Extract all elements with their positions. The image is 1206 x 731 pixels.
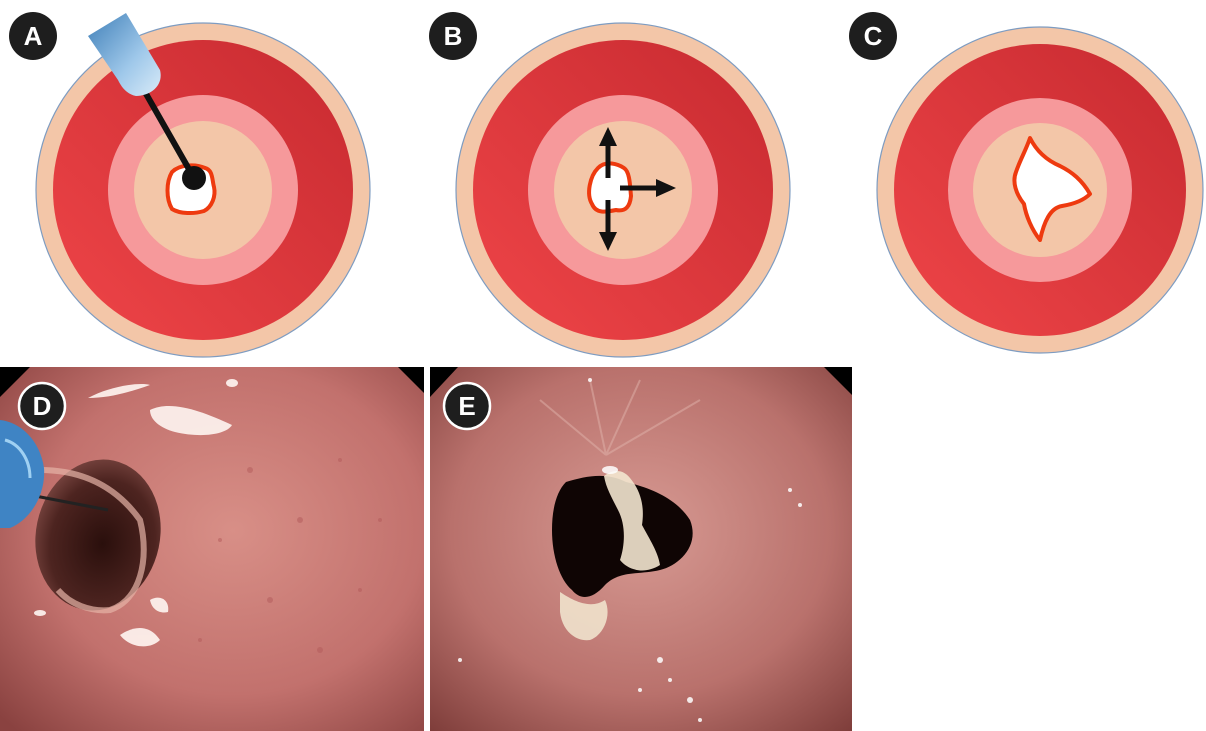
panel-e-endoscopic-image: E (430, 367, 852, 731)
panel-label-a-text: A (24, 21, 43, 51)
panel-label-d: D (19, 383, 65, 429)
panel-label-d-text: D (33, 391, 52, 421)
panel-label-b: B (429, 12, 477, 60)
panel-a-diagram: A (9, 12, 370, 357)
panel-label-c: C (849, 12, 897, 60)
panel-c-diagram: C (849, 12, 1203, 353)
panel-label-c-text: C (864, 21, 883, 51)
panel-label-e: E (444, 383, 490, 429)
panel-d-endoscopic-image: D (0, 367, 424, 731)
panel-b-diagram: B (429, 12, 790, 357)
panel-label-e-text: E (458, 391, 475, 421)
panel-label-a: A (9, 12, 57, 60)
panel-label-b-text: B (444, 21, 463, 51)
